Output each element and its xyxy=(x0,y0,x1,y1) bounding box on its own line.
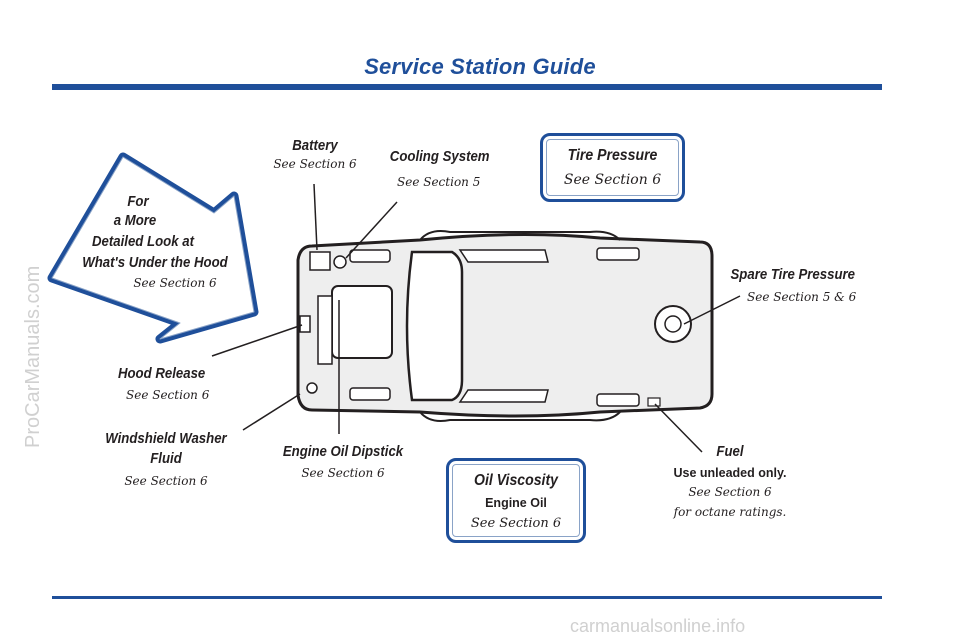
spare-tire-pressure-ref: See Section 5 & 6 xyxy=(747,290,857,304)
windshield-washer-label-line1: Windshield Washer xyxy=(105,430,227,447)
footer-rule xyxy=(52,596,882,599)
tire-pressure-title: Tire Pressure xyxy=(567,147,658,164)
title-rule xyxy=(52,84,882,90)
fuel-label: Fuel xyxy=(716,443,744,460)
fuel-ref-octane: for octane ratings. xyxy=(673,505,787,519)
oil-viscosity-box: Oil Viscosity Engine Oil See Section 6 xyxy=(446,458,586,543)
bottom-watermark: carmanualsonline.info xyxy=(570,616,746,636)
page-title: Service Station Guide xyxy=(364,54,596,79)
cooling-system-ref: See Section 5 xyxy=(397,175,481,189)
oil-viscosity-subtitle: Engine Oil xyxy=(485,496,547,510)
arrow-text-line3: Detailed Look at xyxy=(92,233,194,250)
oil-viscosity-ref: See Section 6 xyxy=(470,516,562,531)
hood-release-label: Hood Release xyxy=(117,365,206,382)
windshield-washer-label-line2: Fluid xyxy=(150,450,182,467)
tire-pressure-box: Tire Pressure See Section 6 xyxy=(540,133,685,202)
battery-ref: See Section 6 xyxy=(273,157,357,171)
arrow-text-line4: What's Under the Hood xyxy=(82,254,228,271)
engine-oil-dipstick-ref: See Section 6 xyxy=(301,466,385,480)
fuel-ref: See Section 6 xyxy=(688,485,772,499)
arrow-text-line1: For xyxy=(127,193,149,210)
arrow-text-ref: See Section 6 xyxy=(133,276,217,290)
windshield-washer-ref: See Section 6 xyxy=(124,474,208,488)
leader-lines xyxy=(211,183,741,453)
spare-tire-pressure-label: Spare Tire Pressure xyxy=(730,266,855,283)
cooling-system-label: Cooling System xyxy=(389,148,490,165)
battery-label: Battery xyxy=(292,137,338,154)
arrow-text-line2: a More xyxy=(113,212,157,229)
oil-viscosity-title: Oil Viscosity xyxy=(473,472,558,489)
hood-release-ref: See Section 6 xyxy=(126,388,210,402)
car-body xyxy=(296,230,714,422)
hood-arrow-shape xyxy=(47,152,259,344)
fuel-note: Use unleaded only. xyxy=(673,466,787,480)
engine-oil-dipstick-label: Engine Oil Dipstick xyxy=(282,443,404,460)
tire-pressure-ref: See Section 6 xyxy=(563,172,662,188)
